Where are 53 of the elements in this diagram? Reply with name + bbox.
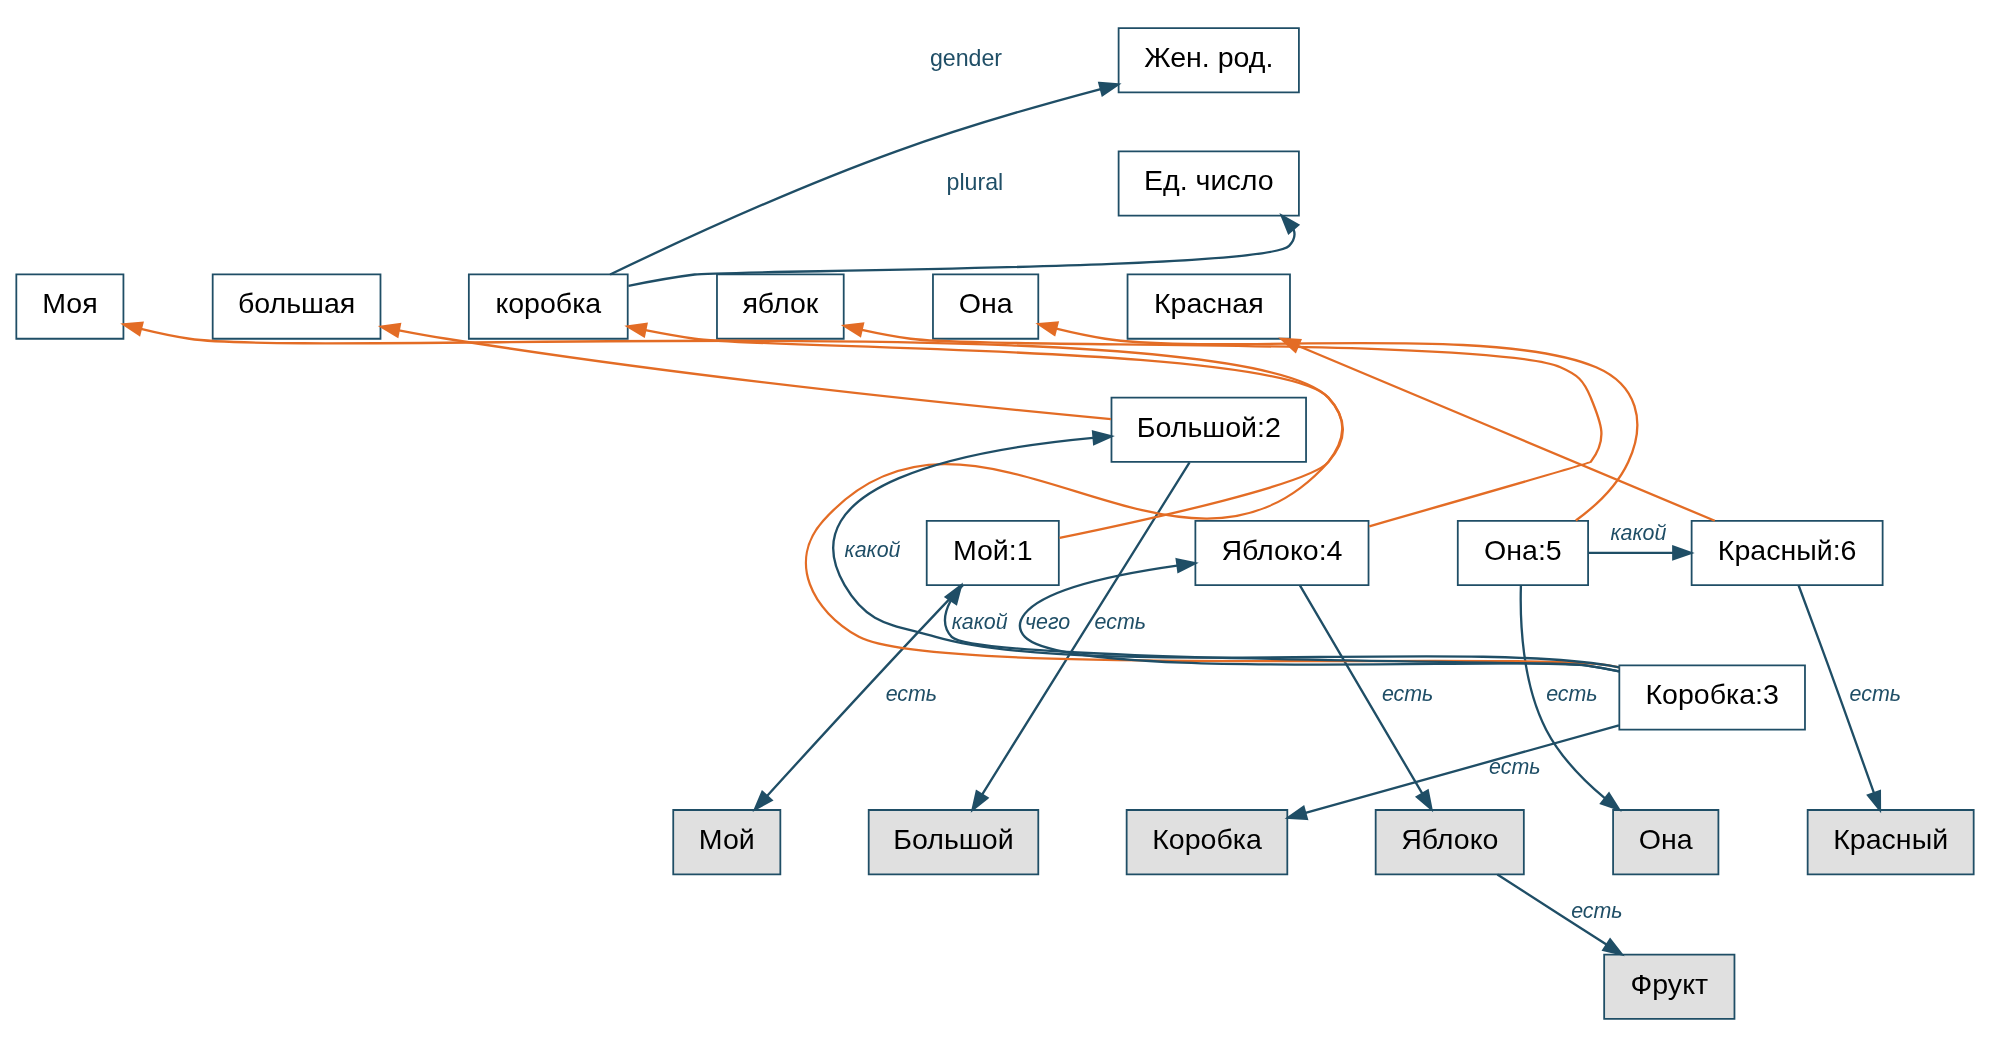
edge-label: есть	[1381, 682, 1433, 707]
arrow	[627, 212, 1300, 287]
arrow	[1034, 321, 1638, 522]
node-box: Красный:6	[1690, 519, 1884, 586]
arrow	[970, 461, 1191, 813]
node-box: Большой	[867, 809, 1039, 876]
label: plural	[946, 168, 1003, 195]
arrow	[377, 322, 1111, 421]
node-box: коробка	[467, 273, 629, 340]
node-box: Коробка:3	[1617, 664, 1806, 731]
node-box: Она	[931, 273, 1039, 340]
node-box: Жен. род.	[1117, 27, 1300, 94]
node-box: Мой:1	[925, 519, 1060, 586]
node-box: Коробка	[1125, 809, 1288, 876]
edge-label: есть	[1849, 682, 1901, 707]
label: gender	[929, 45, 1002, 72]
edge-label: какой	[1609, 520, 1666, 545]
node-box: Красный	[1806, 809, 1975, 876]
arrow	[609, 81, 1122, 276]
arrow	[752, 584, 964, 812]
arrow	[119, 321, 1342, 540]
node-box: Она:5	[1456, 519, 1589, 586]
arrow	[840, 322, 1602, 528]
arrow	[1587, 545, 1695, 561]
arrow	[832, 430, 1619, 669]
arrow	[1298, 584, 1433, 813]
edge-label: чего	[1024, 610, 1070, 634]
arrow	[943, 582, 1619, 673]
node-box: Красная	[1126, 273, 1291, 340]
node-box: Яблоко:4	[1194, 519, 1369, 586]
node-box: Она	[1611, 809, 1719, 876]
edge-label: есть	[885, 682, 937, 707]
arrow	[1284, 724, 1619, 821]
edge-label: какой	[844, 537, 901, 562]
arrow	[623, 322, 1619, 669]
node-box: Яблоко	[1374, 809, 1525, 876]
arrow	[1018, 557, 1619, 673]
edge-label: есть	[1570, 899, 1623, 924]
edge-label: есть	[1488, 754, 1540, 779]
edge-label: какой	[951, 610, 1008, 634]
node-box: Мой	[671, 809, 781, 876]
node-box: яблок	[715, 273, 845, 340]
arrow	[1519, 585, 1622, 812]
node-box: большая	[211, 273, 381, 340]
arrow	[1496, 873, 1625, 957]
node-box: Моя	[14, 273, 124, 340]
node-box: Ед. число	[1117, 150, 1300, 217]
edge-label: есть	[1545, 682, 1598, 707]
arrow	[1277, 337, 1715, 522]
node-box: Большой:2	[1110, 396, 1307, 463]
node-box: Фрукт	[1602, 953, 1735, 1020]
edge-label: есть	[1094, 610, 1146, 634]
arrow	[1796, 584, 1881, 814]
